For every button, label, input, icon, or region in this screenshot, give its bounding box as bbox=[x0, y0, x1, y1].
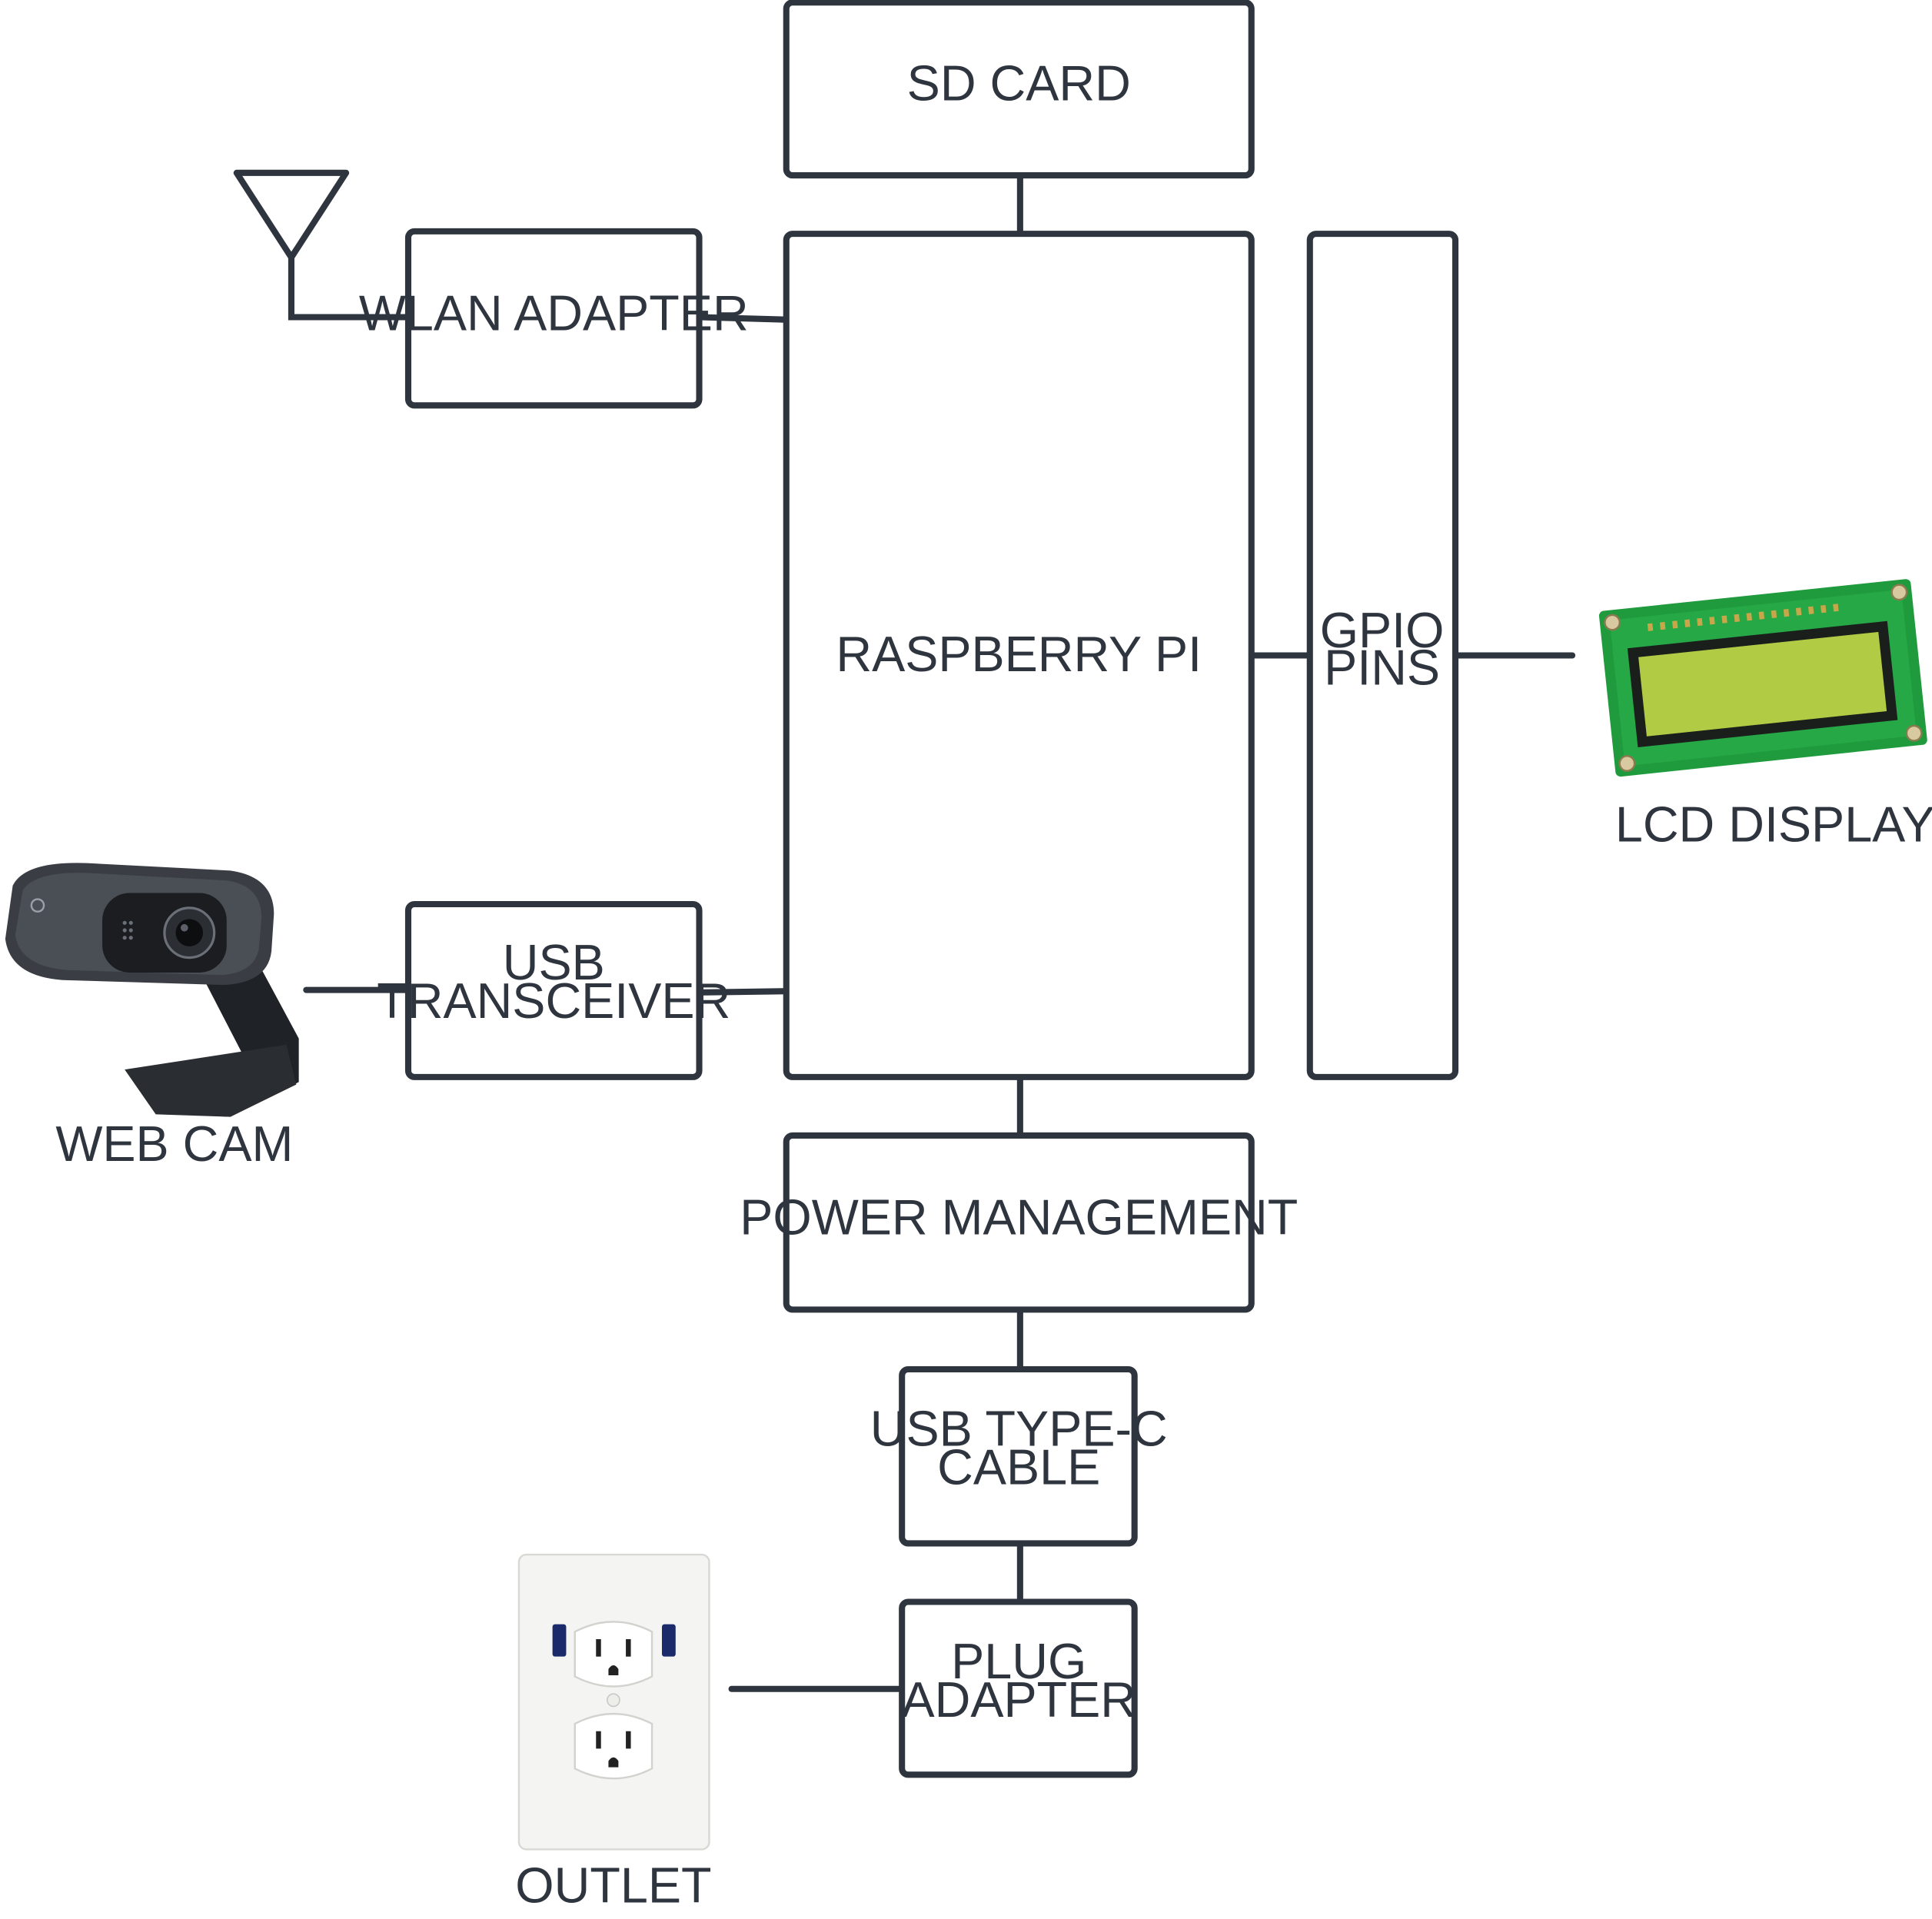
gpio-pins-block[interactable]: GPIO PINS bbox=[1306, 231, 1459, 1080]
sd-card-block[interactable]: SD CARD bbox=[783, 0, 1255, 179]
plug-adapter-label-line1: PLUG bbox=[951, 1633, 1086, 1689]
usb-type-c-label-line1: USB TYPE-C bbox=[870, 1401, 1168, 1457]
usb-type-c-label-line2: CABLE bbox=[937, 1439, 1100, 1495]
power-management-label: POWER MANAGEMENT bbox=[740, 1189, 1298, 1246]
raspberry-pi-label: RASPBERRY PI bbox=[836, 626, 1202, 682]
wire-usb-pi bbox=[696, 988, 790, 996]
usb-type-c-cable-block[interactable]: USB TYPE-C CABLE bbox=[870, 1365, 1168, 1547]
usb-transceiver-block[interactable]: USB TRANSCEIVER bbox=[377, 900, 730, 1080]
outlet-label: OUTLET bbox=[515, 1857, 711, 1913]
antenna-icon bbox=[233, 169, 350, 261]
wlan-adapter-label: WLAN ADAPTER bbox=[359, 285, 749, 341]
usb-transceiver-label-line2: TRANSCEIVER bbox=[377, 973, 730, 1029]
webcam-image bbox=[5, 863, 299, 1117]
lcd-display-image bbox=[1598, 579, 1927, 777]
connectors bbox=[288, 172, 1576, 1692]
web-cam-label: WEB CAM bbox=[55, 1116, 293, 1172]
outlet-image bbox=[517, 1553, 710, 1851]
raspberry-pi-block[interactable]: RASPBERRY PI bbox=[783, 231, 1255, 1080]
power-management-block[interactable]: POWER MANAGEMENT bbox=[740, 1132, 1298, 1313]
sd-card-label: SD CARD bbox=[907, 55, 1131, 111]
lcd-display-label: LCD DISPLAY bbox=[1615, 796, 1932, 852]
usb-transceiver-label-line1: USB bbox=[503, 934, 605, 990]
wlan-adapter-block[interactable]: WLAN ADAPTER bbox=[359, 228, 749, 409]
plug-adapter-label-line2: ADAPTER bbox=[901, 1671, 1136, 1728]
wire-wlan-pi bbox=[696, 314, 790, 323]
plug-adapter-block[interactable]: PLUG ADAPTER bbox=[899, 1598, 1138, 1778]
wire-antenna-wlan bbox=[288, 254, 412, 321]
gpio-pins-label-line2: PINS bbox=[1324, 640, 1440, 696]
gpio-pins-label-line1: GPIO bbox=[1320, 602, 1445, 658]
